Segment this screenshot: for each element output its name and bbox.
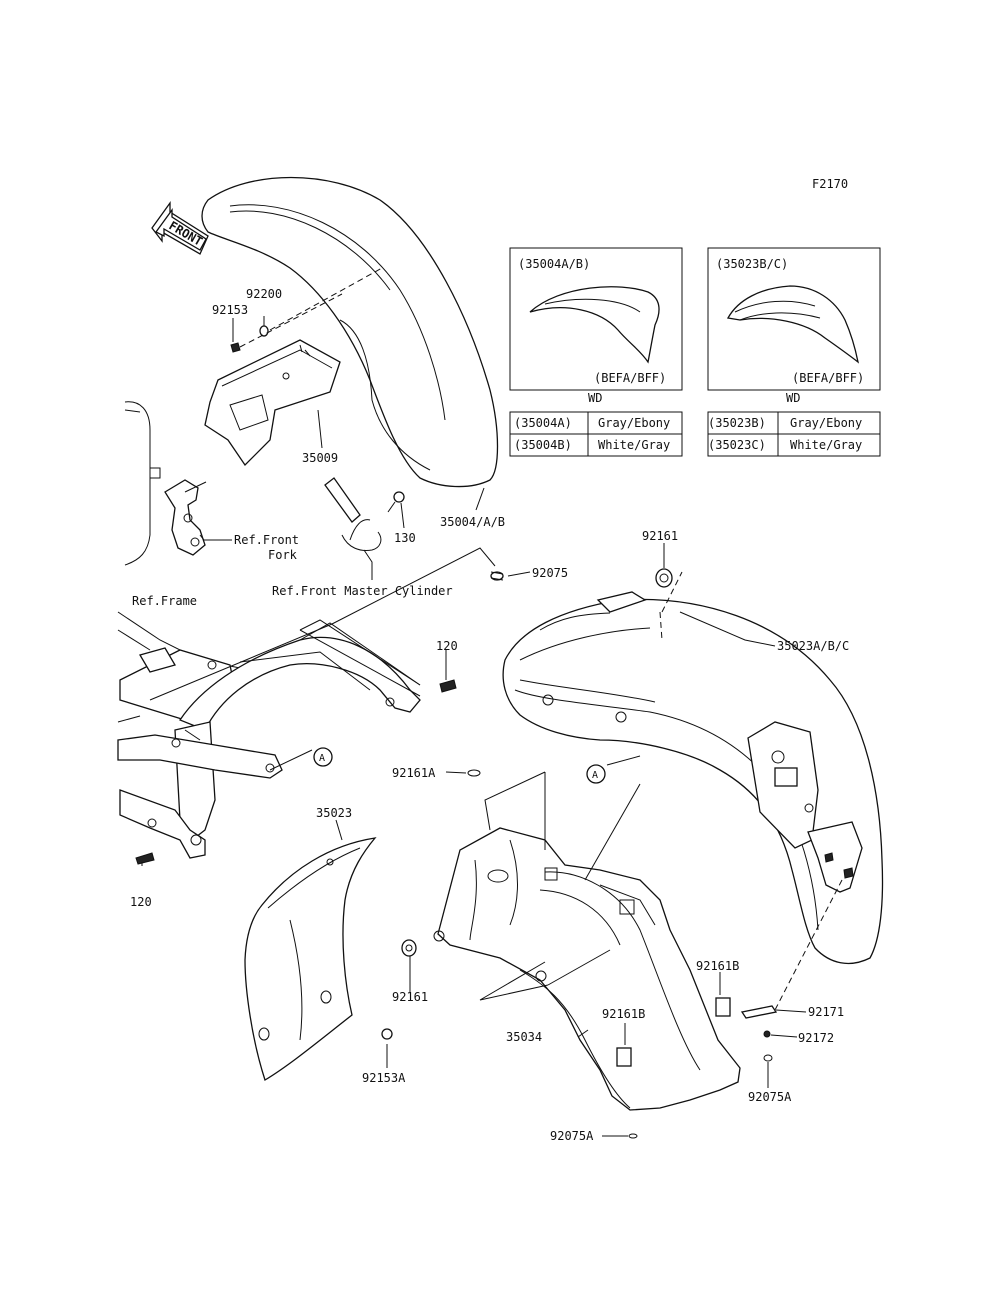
inset-right-row2-color: White/Gray bbox=[790, 438, 862, 452]
fender-screws bbox=[230, 267, 383, 353]
front-fork-reference bbox=[124, 401, 207, 566]
inset-left-row2-part: (35004B) bbox=[514, 438, 572, 452]
label-130: 130 bbox=[394, 531, 416, 545]
marker-a-right: A bbox=[586, 764, 606, 784]
inset-left-variant: (BEFA/BFF) bbox=[594, 371, 666, 385]
figure-code: F2170 bbox=[812, 177, 848, 191]
label-92200: 92200 bbox=[246, 287, 282, 301]
label-92075A-bottom: 92075A bbox=[550, 1129, 594, 1143]
inset-left-header: (35004A/B) bbox=[518, 257, 590, 271]
front-arrow: FRONT bbox=[151, 200, 209, 255]
inset-right-variant: (BEFA/BFF) bbox=[792, 371, 864, 385]
inner-fender bbox=[244, 837, 393, 1081]
label-120-top: 120 bbox=[436, 639, 458, 653]
rear-fender bbox=[502, 571, 884, 1011]
inset-right-row2-part: (35023C) bbox=[708, 438, 766, 452]
marker-a-right-label: A bbox=[592, 770, 598, 781]
label-35004: 35004/A/B bbox=[440, 515, 505, 529]
label-92153A: 92153A bbox=[362, 1071, 406, 1085]
label-92171: 92171 bbox=[808, 1005, 844, 1019]
inset-left-row1-color: Gray/Ebony bbox=[598, 416, 670, 430]
label-35023abc: 35023A/B/C bbox=[777, 639, 849, 653]
front-fender bbox=[201, 176, 499, 488]
label-35009: 35009 bbox=[302, 451, 338, 465]
label-92075A-right: 92075A bbox=[748, 1090, 792, 1104]
inset-right-caption: WD bbox=[786, 391, 800, 405]
marker-a-left: A bbox=[313, 747, 333, 767]
inset-right: (35023B/C) (BEFA/BFF) WD (35023B) Gray/E… bbox=[707, 247, 881, 457]
inset-right-header: (35023B/C) bbox=[716, 257, 788, 271]
label-92161B-center: 92161B bbox=[602, 1007, 645, 1021]
label-92161-left: 92161 bbox=[392, 990, 428, 1004]
label-92153: 92153 bbox=[212, 303, 248, 317]
inset-right-row1-color: Gray/Ebony bbox=[790, 416, 862, 430]
label-92172: 92172 bbox=[798, 1031, 834, 1045]
label-35034: 35034 bbox=[506, 1030, 542, 1044]
label-92161B-right: 92161B bbox=[696, 959, 739, 973]
label-ref-front-fork-2: Fork bbox=[268, 548, 298, 562]
leader-lines bbox=[141, 316, 807, 1137]
hardware-small bbox=[401, 769, 778, 1139]
rear-grommets bbox=[490, 568, 673, 588]
label-ref-front-master: Ref.Front Master Cylinder bbox=[272, 584, 453, 598]
label-ref-front-fork-1: Ref.Front bbox=[234, 533, 299, 547]
label-92075: 92075 bbox=[532, 566, 568, 580]
brake-hose-clamp bbox=[324, 477, 405, 551]
inset-left-row2-color: White/Gray bbox=[598, 438, 670, 452]
fender-stay bbox=[433, 827, 741, 1111]
label-120-bottom: 120 bbox=[130, 895, 152, 909]
inset-left-caption: WD bbox=[588, 391, 602, 405]
inset-left-row1-part: (35004A) bbox=[514, 416, 572, 430]
inset-right-row1-part: (35023B) bbox=[708, 416, 766, 430]
marker-a-left-label: A bbox=[319, 753, 325, 764]
label-92161-top: 92161 bbox=[642, 529, 678, 543]
label-ref-frame: Ref.Frame bbox=[132, 594, 197, 608]
label-92161A: 92161A bbox=[392, 766, 436, 780]
fender-bracket bbox=[204, 339, 341, 467]
inset-left: (35004A/B) (BEFA/BFF) WD (35004A) Gray/E… bbox=[509, 247, 683, 457]
label-35023: 35023 bbox=[316, 806, 352, 820]
rear-frame bbox=[117, 611, 457, 865]
